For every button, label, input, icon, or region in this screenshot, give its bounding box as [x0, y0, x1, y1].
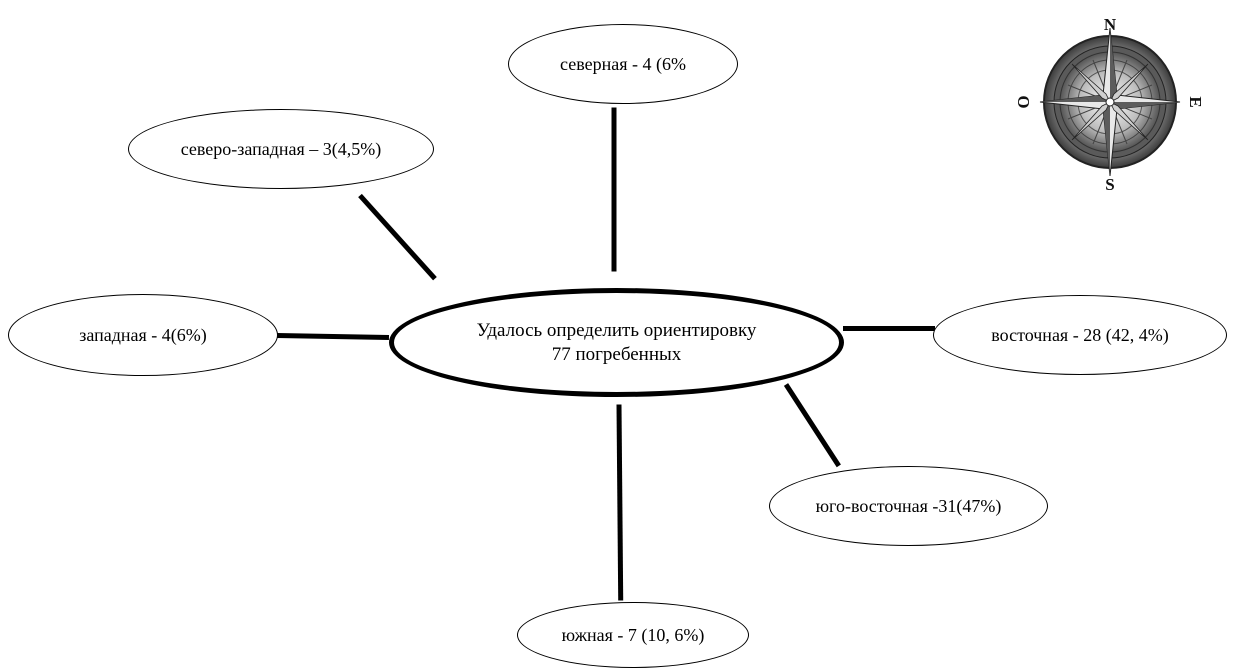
node-southeast: юго-восточная -31(47%) — [769, 466, 1048, 546]
connector-east — [843, 326, 935, 331]
compass-west-label: O — [1014, 95, 1033, 108]
node-east: восточная - 28 (42, 4%) — [933, 295, 1227, 375]
node-southeast-label: юго-восточная -31(47%) — [815, 495, 1002, 516]
connector-west — [276, 333, 390, 340]
center-node-line1: Удалось определить ориентировку — [476, 319, 757, 341]
compass-north-label: N — [1104, 15, 1117, 34]
node-northwest-label: северо-западная – 3(4,5%) — [180, 138, 382, 159]
node-south-label: южная - 7 (10, 6%) — [561, 624, 705, 645]
connector-northwest — [358, 193, 437, 281]
node-north: северная - 4 (6% — [508, 24, 738, 104]
compass-rose-icon: N S O E — [1014, 15, 1205, 194]
connector-north — [611, 107, 617, 272]
center-node-line2: 77 погребенных — [551, 343, 682, 365]
node-northwest: северо-западная – 3(4,5%) — [128, 109, 434, 189]
compass-east-label: E — [1186, 96, 1205, 107]
node-west-label: западная - 4(6%) — [79, 324, 207, 345]
compass-south-label: S — [1105, 175, 1114, 194]
node-east-label: восточная - 28 (42, 4%) — [991, 324, 1169, 345]
node-north-label: северная - 4 (6% — [560, 53, 686, 74]
connector-south — [616, 404, 624, 601]
node-west: западная - 4(6%) — [8, 294, 278, 376]
center-node: Удалось определить ориентировку 77 погре… — [389, 288, 844, 397]
node-south: южная - 7 (10, 6%) — [517, 602, 749, 668]
connector-southeast — [783, 383, 841, 468]
